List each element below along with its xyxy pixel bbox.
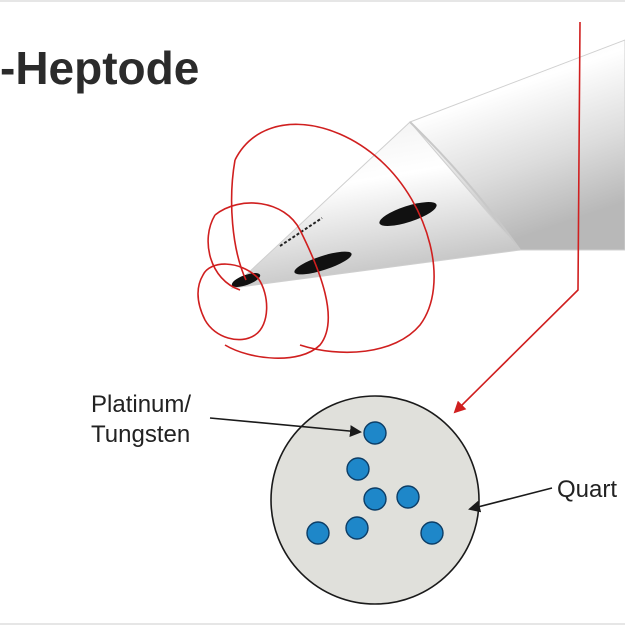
recording-site-middle <box>294 251 352 275</box>
label-electrode-material-line1: Platinum/ <box>91 391 191 418</box>
label-electrode-arrow <box>209 417 362 438</box>
label-electrode-material-line2: Tungsten <box>91 421 190 448</box>
wire <box>420 521 444 545</box>
field-line-medium-inner <box>207 214 241 291</box>
field-line-small <box>197 263 268 341</box>
wire <box>363 487 387 511</box>
wire <box>363 421 387 445</box>
slide-title: -Heptode <box>0 42 200 94</box>
recording-site-upper <box>379 202 437 226</box>
field-lines <box>197 123 435 359</box>
label-insulator-arrow <box>468 487 553 513</box>
field-line-large-inner <box>230 159 247 281</box>
field-line-large <box>234 123 435 354</box>
electrode-wires <box>306 421 444 545</box>
taper-edge <box>409 121 521 251</box>
wire <box>345 516 369 540</box>
label-insulator: Quart <box>557 476 617 503</box>
wire <box>346 457 370 481</box>
wire <box>396 485 420 509</box>
zoom-indicator-arrow <box>453 21 581 414</box>
field-line-medium <box>214 202 329 359</box>
wire <box>306 521 330 545</box>
electrode-taper <box>230 121 521 289</box>
